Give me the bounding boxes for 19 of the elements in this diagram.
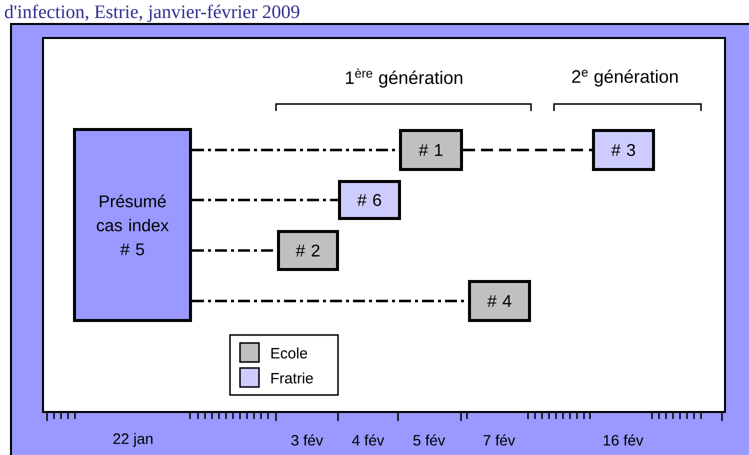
date-label: 7 fév	[484, 434, 516, 446]
case-box: # 4	[468, 280, 531, 322]
generation-label: 2$^{e}$ génération	[572, 70, 678, 86]
generation-label: 1$^{ère}$ génération	[346, 68, 462, 88]
case-box: # 1	[399, 129, 463, 171]
date-label: 5 fév	[413, 434, 446, 446]
legend-label: Fratrie	[271, 372, 313, 384]
connector-line	[192, 198, 338, 202]
date-label: 16 fév	[604, 434, 644, 446]
date-label: 4 fév	[352, 434, 384, 446]
connector-line	[463, 148, 592, 152]
date-label: 22 jan	[113, 433, 152, 447]
case-box: # 3	[592, 129, 655, 171]
index-case-box: Présumé cas index # 5	[73, 128, 192, 322]
legend-label: Ecole	[271, 348, 308, 358]
case-box: # 6	[338, 180, 401, 220]
title: d'infection, Estrie, janvier-février 2009	[4, 4, 300, 22]
case-box: # 2	[277, 230, 339, 271]
date-label: 3 fév	[291, 434, 324, 446]
